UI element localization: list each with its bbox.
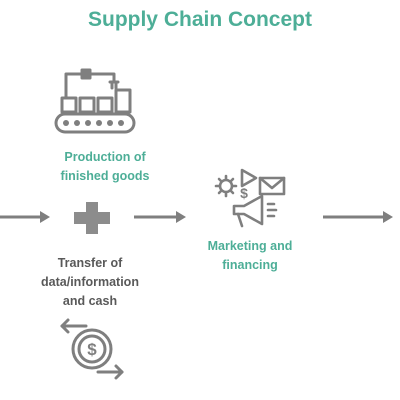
- marketing-megaphone-icon: $: [214, 168, 286, 228]
- flow-arrow-left: [0, 211, 50, 223]
- transfer-label-line-1: Transfer of: [57, 256, 123, 270]
- flow-arrow-middle: [134, 211, 186, 223]
- marketing-label: Marketing and financing: [185, 237, 315, 275]
- transfer-label: Transfer of data/information and cash: [20, 254, 160, 311]
- money-exchange-icon: $: [60, 318, 124, 380]
- diagram-title: Supply Chain Concept: [87, 8, 312, 31]
- plus-icon: [74, 202, 110, 234]
- marketing-label-line-2: financing: [222, 258, 278, 272]
- marketing-label-line-1: Marketing and: [207, 239, 293, 253]
- transfer-label-line-2: data/information: [41, 275, 139, 289]
- flow-arrow-right: [323, 211, 393, 223]
- production-label: Production of finished goods: [30, 148, 180, 186]
- svg-text:$: $: [87, 340, 97, 359]
- transfer-label-line-3: and cash: [62, 294, 118, 308]
- production-label-line-2: finished goods: [60, 169, 150, 183]
- factory-conveyor-icon: [54, 68, 136, 134]
- svg-text:$: $: [240, 185, 248, 201]
- production-label-line-1: Production of: [64, 150, 146, 164]
